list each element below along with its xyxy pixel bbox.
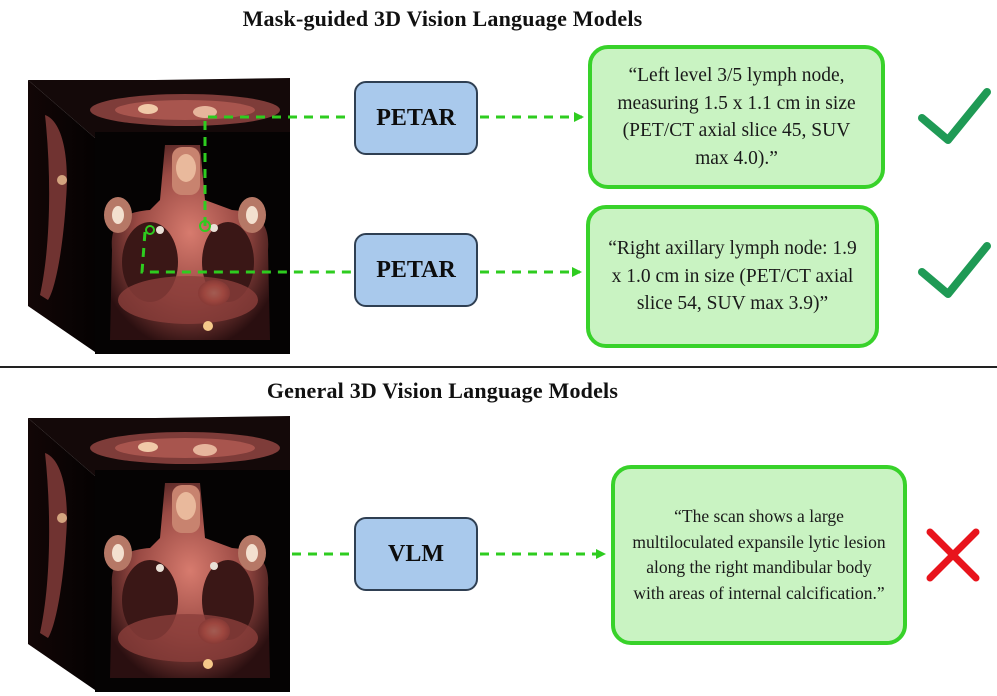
general-section-title: General 3D Vision Language Models [266, 378, 619, 403]
mask-arrow-2 [140, 231, 352, 274]
petct-volume-image [28, 78, 290, 354]
report-box-2: “Right axillary lymph node: 1.9 x 1.0 cm… [586, 205, 879, 348]
check-icon [918, 242, 991, 298]
model-label: VLM [388, 540, 444, 567]
check-icon [918, 88, 991, 144]
petar-model-box-2: PETAR [354, 233, 478, 307]
mask-guided-section-title: Mask-guided 3D Vision Language Models [242, 6, 643, 31]
model-label: PETAR [376, 256, 456, 283]
report-box-1: “Left level 3/5 lymph node, measuring 1.… [588, 45, 885, 189]
section-divider [0, 366, 997, 368]
report-text: “The scan shows a large multiloculated e… [632, 506, 886, 603]
report-box-3: “The scan shows a large multiloculated e… [611, 465, 907, 645]
cross-icon [926, 528, 980, 582]
vlm-model-box: VLM [354, 517, 478, 591]
mask-arrow-1 [203, 115, 352, 226]
report-text: “Right axillary lymph node: 1.9 x 1.0 cm… [608, 238, 857, 315]
report-text: “Left level 3/5 lymph node, measuring 1.… [617, 65, 856, 169]
petar-model-box-1: PETAR [354, 81, 478, 155]
model-label: PETAR [376, 104, 456, 131]
petct-volume-image [28, 416, 290, 692]
